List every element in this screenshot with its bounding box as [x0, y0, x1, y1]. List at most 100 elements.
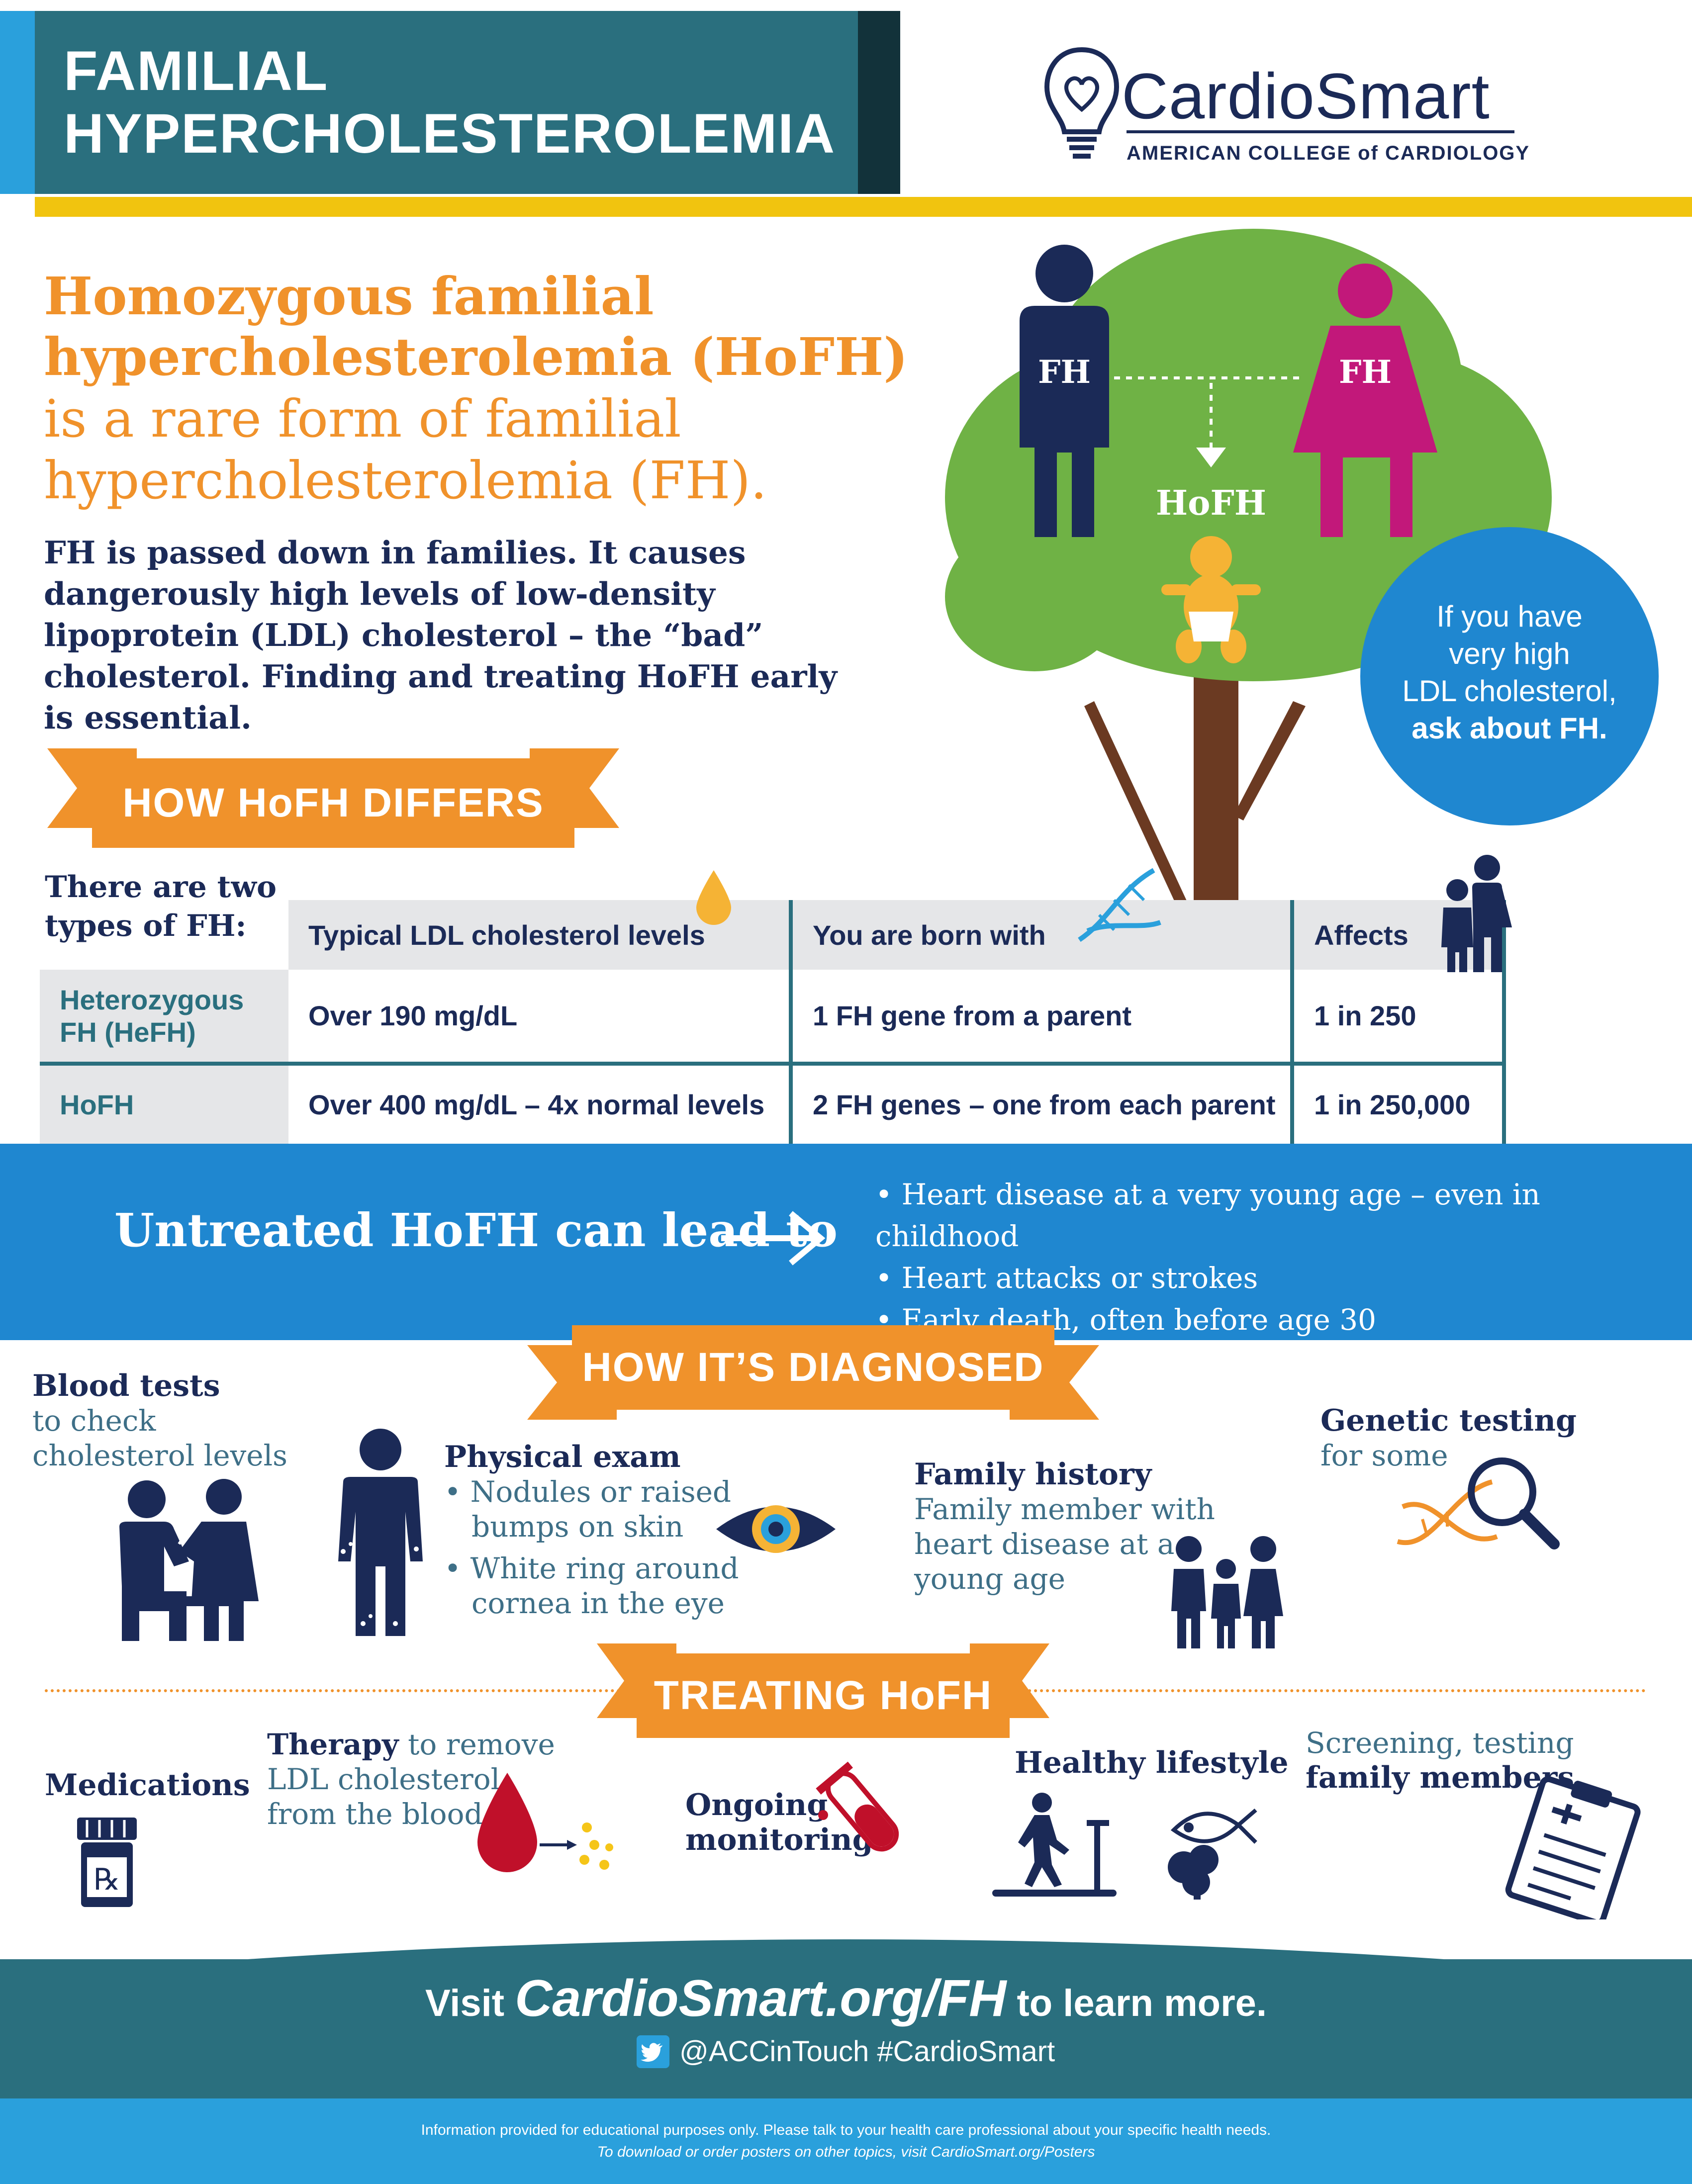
blood-tests-title: Blood tests [32, 1368, 220, 1403]
family-history-text-1: Family member with [914, 1492, 1215, 1526]
row-name-hefh: Heterozygous FH (HeFH) [40, 970, 288, 1062]
table-header-bg [288, 900, 1504, 970]
therapy-line-3: from the blood [267, 1797, 483, 1831]
hefh-affects: 1 in 250 [1314, 1000, 1416, 1031]
table-vline-2 [1290, 900, 1294, 1144]
mother-label: FH [1339, 354, 1392, 391]
genetic-testing-block: Genetic testing for some [1320, 1403, 1577, 1473]
blood-tests-text-2: cholesterol levels [32, 1439, 287, 1472]
hefh-name-1: Heterozygous [60, 984, 244, 1015]
treating-ribbon: TREATING HoFH [654, 1673, 993, 1718]
test-tube-icon [816, 1761, 899, 1852]
header-accent-dark [858, 11, 900, 194]
page-title: FAMILIAL HYPERCHOLESTEROLEMIA [64, 40, 836, 165]
callout-line-4: ask about FH. [1411, 712, 1607, 745]
untreated-bullets: Heart disease at a very young age – even… [875, 1174, 1692, 1341]
intro-headline-bold: Homozygous familial hypercholesterolemia… [44, 266, 908, 387]
monitoring-line-2: monitoring [685, 1822, 873, 1857]
screening-block: Screening, testing family members [1306, 1726, 1574, 1795]
social-line: @ACCinTouch #CardioSmart [637, 2035, 1055, 2068]
col-header-affects: Affects [1314, 919, 1409, 951]
father-label: FH [1038, 354, 1091, 391]
header-band [0, 11, 900, 194]
headline-reg-line-2: hypercholesterolemia (FH). [44, 450, 767, 511]
visit-url-link[interactable]: CardioSmart.org/FH [515, 1970, 1007, 2027]
hefh-name-2: FH (HeFH) [60, 1016, 196, 1048]
header-accent-blue [0, 11, 35, 194]
monitoring-line-1: Ongoing [685, 1788, 828, 1822]
family-history-text-3: young age [914, 1562, 1065, 1596]
clipboard-icon [1505, 1776, 1641, 1919]
child-label: HoFH [1156, 483, 1266, 523]
physical-bullet-2-line-1: • White ring around [444, 1551, 739, 1585]
therapy-line-2: LDL cholesterol [267, 1762, 500, 1796]
row-name-hofh: HoFH [60, 1089, 134, 1120]
intro-headline-regular: is a rare form of familial hypercholeste… [44, 388, 767, 511]
types-label: There are two types of FH: [45, 868, 277, 945]
social-handle[interactable]: @ACCinTouch #CardioSmart [679, 2035, 1055, 2068]
types-label-2: types of FH: [45, 909, 247, 943]
table-row-divider [40, 1062, 1504, 1066]
headline-bold-line-1: Homozygous familial [44, 266, 654, 327]
pill-bottle-icon: ℞ [77, 1818, 137, 1907]
logo-name: CardioSmart [1122, 60, 1490, 132]
physical-b1-l1: Nodules or raised [470, 1475, 732, 1509]
twitter-icon[interactable] [637, 2035, 669, 2068]
visit-line: Visit CardioSmart.org/FH to learn more. [0, 1969, 1692, 2028]
therapy-line-1: Therapy to remove [267, 1727, 555, 1762]
differs-ribbon: HOW HoFH DIFFERS [122, 780, 544, 825]
callout-line-3: LDL cholesterol, [1402, 674, 1616, 708]
yellow-divider [35, 197, 1692, 217]
untreated-bullet: Heart disease at a very young age – even… [875, 1174, 1692, 1257]
disclaimer-line-1: Information provided for educational pur… [421, 2122, 1271, 2138]
screening-line-1: Screening, testing [1306, 1726, 1574, 1760]
diagnosed-ribbon-shape [527, 1325, 1099, 1420]
blood-tests-text-1: to check [32, 1404, 156, 1438]
physical-bullet-1-line-1: • Nodules or raised [444, 1475, 732, 1509]
physical-b2-l2: cornea in the eye [471, 1586, 725, 1620]
callout-circle [1360, 527, 1659, 825]
table-vline-1 [789, 900, 793, 1144]
visit-pre: Visit [425, 1982, 505, 2024]
blood-tests-block: Blood tests to check cholesterol levels [32, 1368, 287, 1473]
table-vline-3 [1502, 900, 1506, 1144]
family-pair-icon [1441, 855, 1512, 972]
genetic-testing-title: Genetic testing [1320, 1403, 1577, 1438]
table-rowhead-bg [40, 970, 288, 1144]
intro-body-text: FH is passed down in families. It causes… [44, 534, 838, 736]
healthy-lifestyle-label: Healthy lifestyle [1015, 1745, 1289, 1780]
screening-line-2: family members [1306, 1760, 1575, 1795]
col-header-ldl: Typical LDL cholesterol levels [308, 919, 705, 951]
col-header-born: You are born with [813, 919, 1046, 951]
medications-label: Medications [45, 1768, 250, 1803]
physical-b2-l1: White ring around [470, 1551, 739, 1585]
visit-post: to learn more. [1017, 1982, 1267, 2024]
dna-icon [1078, 868, 1161, 942]
title-line-1: FAMILIAL [64, 40, 329, 102]
untreated-title: Untreated HoFH can lead to [114, 1203, 838, 1257]
family-tree-illustration: FH FH HoFH If you have very high LDL cho… [945, 229, 1659, 905]
hefh-born: 1 FH gene from a parent [813, 1000, 1132, 1031]
monitoring-block: Ongoing monitoring [685, 1788, 873, 1857]
father-figure [1020, 245, 1109, 537]
blood-filter-icon [477, 1773, 613, 1872]
diagnosed-ribbon: HOW IT’S DIAGNOSED [582, 1345, 1044, 1390]
disclaimer: Information provided for educational pur… [0, 2119, 1692, 2163]
svg-text:℞: ℞ [94, 1862, 120, 1897]
hofh-ldl: Over 400 mg/dL – 4x normal levels [308, 1089, 765, 1120]
untreated-bullet: Heart attacks or strokes [875, 1257, 1692, 1299]
callout-line-1: If you have [1436, 600, 1583, 633]
person-body-icon [338, 1429, 423, 1636]
family-history-title: Family history [914, 1457, 1152, 1492]
family-history-block: Family history Family member with heart … [914, 1457, 1215, 1596]
eye-icon [716, 1505, 836, 1553]
therapy-rest-1: to remove [408, 1728, 555, 1761]
treadmill-icon [992, 1793, 1117, 1897]
disclaimer-line-2: To download or order posters on other to… [597, 2144, 1095, 2160]
logo-subtitle: AMERICAN COLLEGE of CARDIOLOGY [1127, 142, 1530, 164]
differs-ribbon-shape [47, 748, 619, 848]
family-group-icon [1171, 1536, 1283, 1648]
logo-underline [1127, 130, 1514, 133]
hefh-ldl: Over 190 mg/dL [308, 1000, 518, 1031]
